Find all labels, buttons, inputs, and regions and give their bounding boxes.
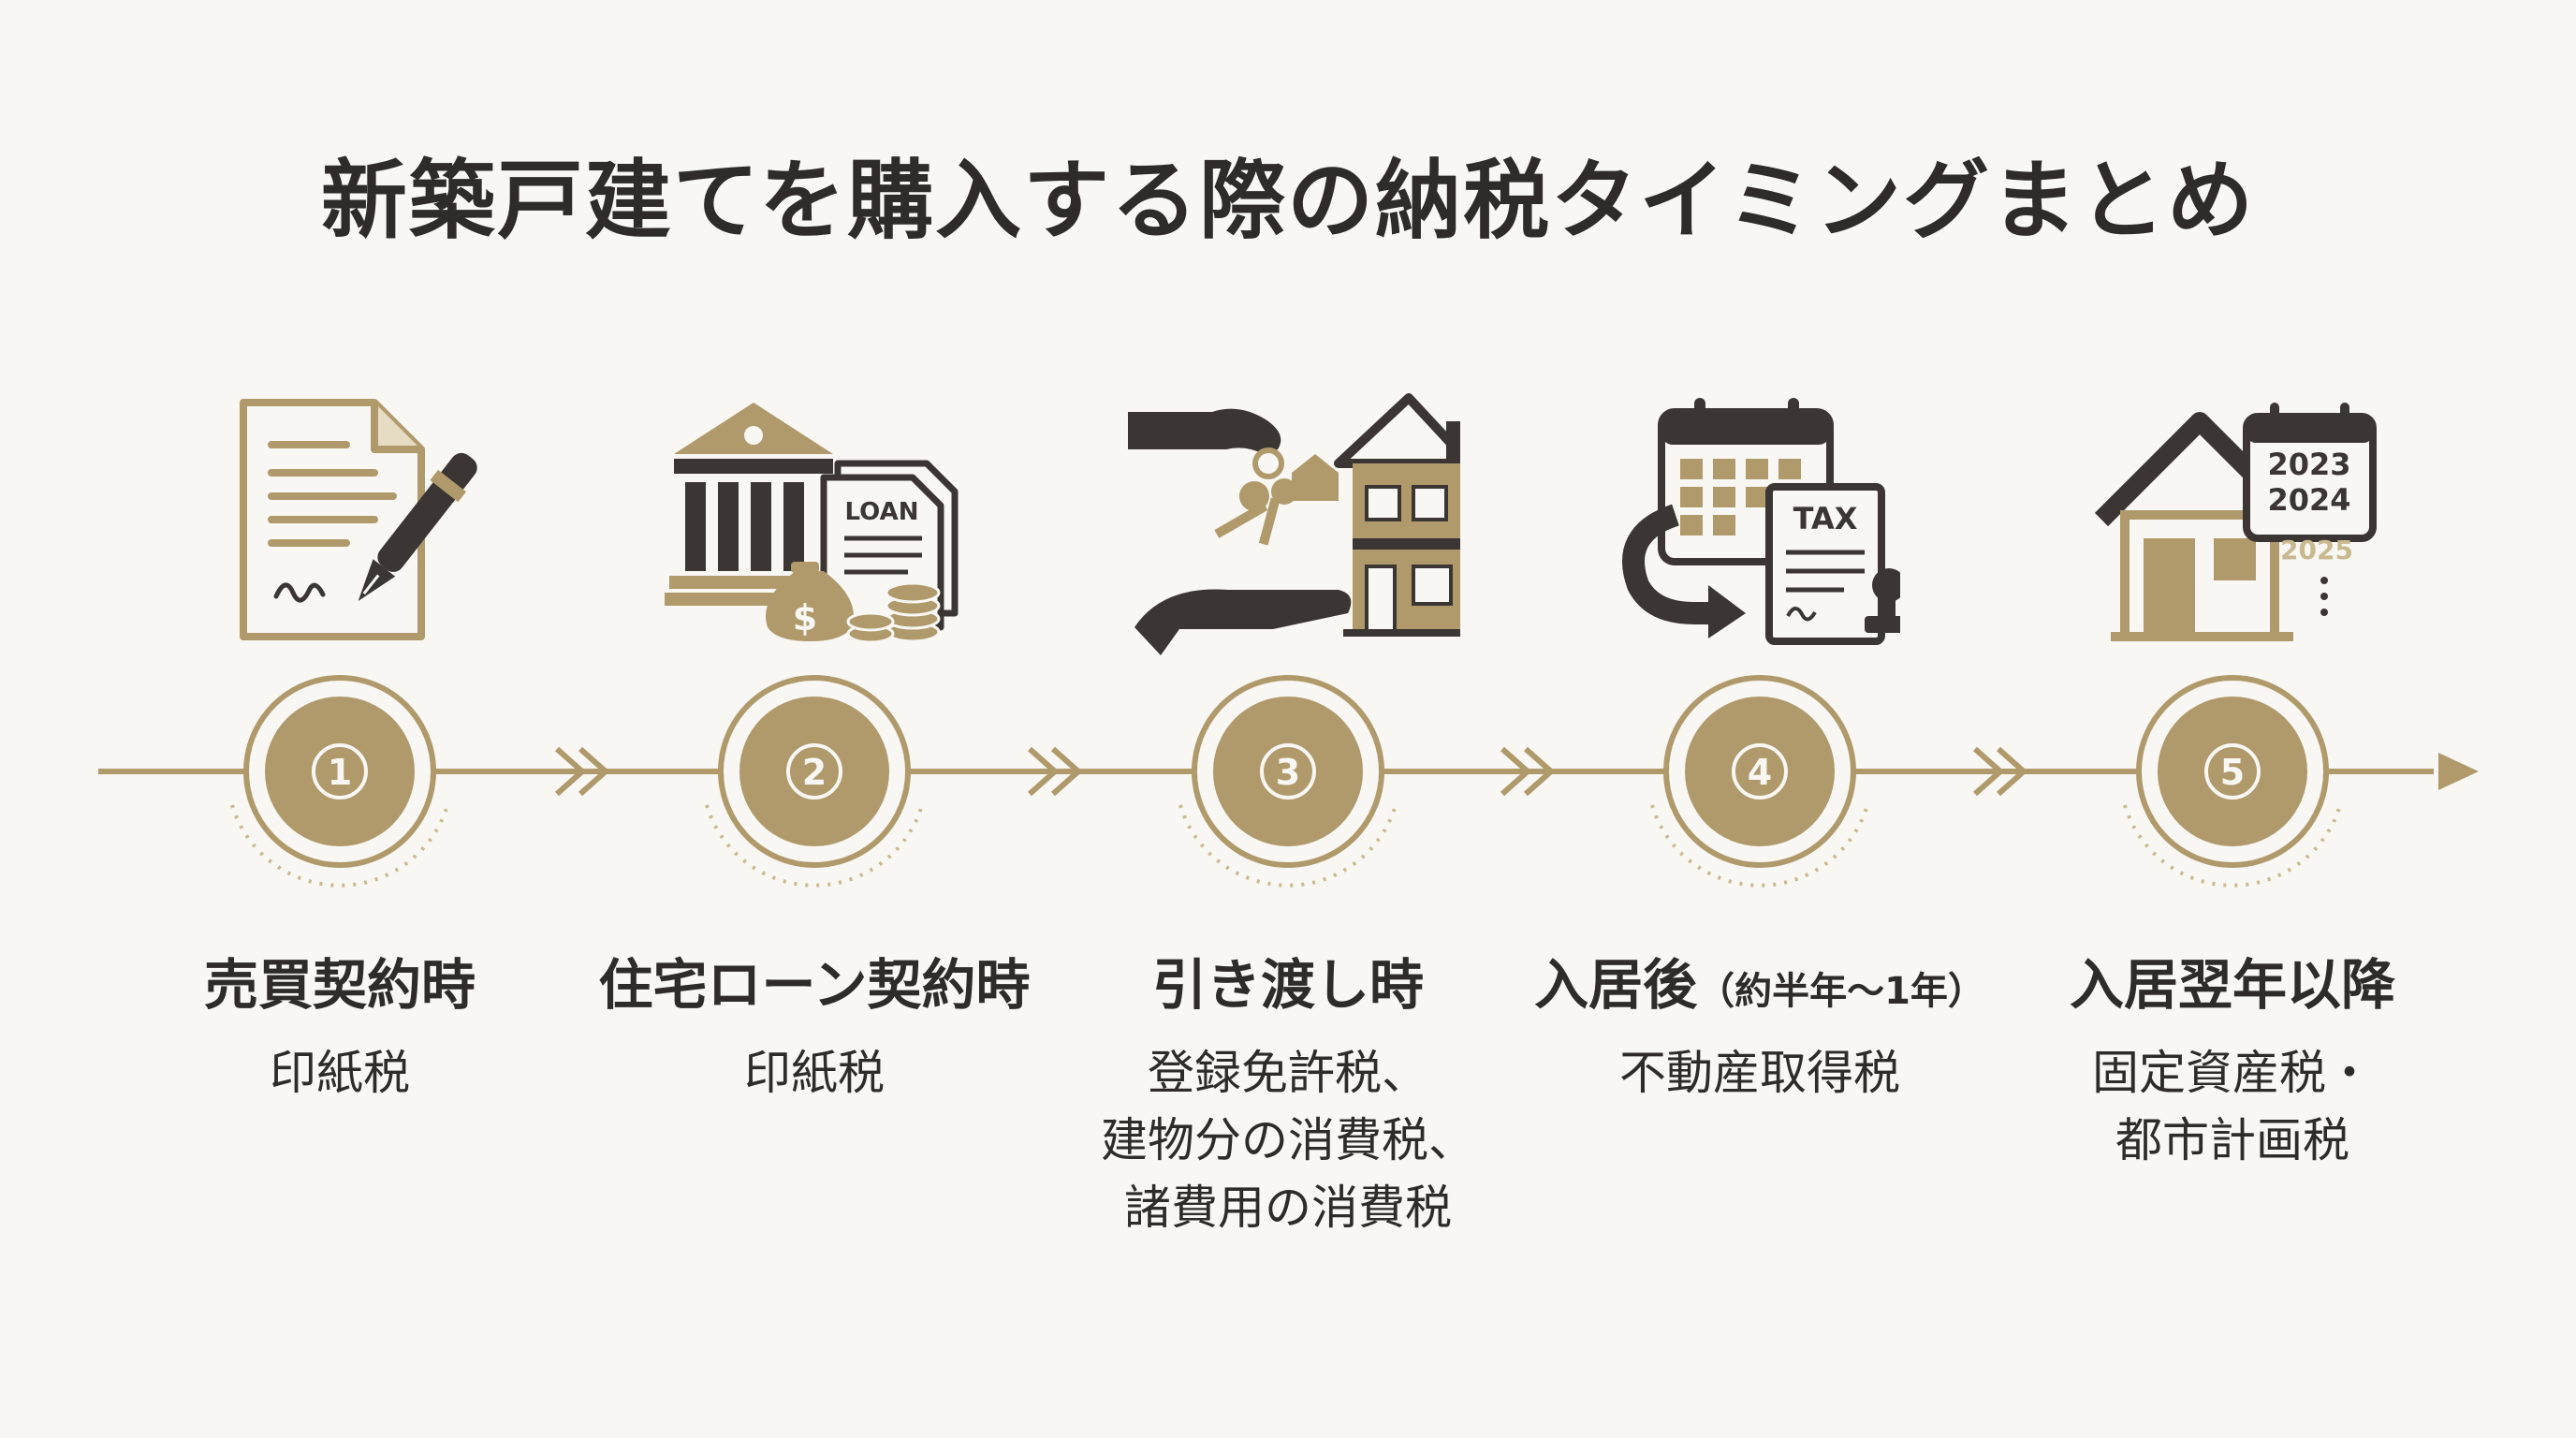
page-title: 新築戸建てを購入する際の納税タイミングまとめ xyxy=(320,151,2256,251)
step-title-text: 入居後 xyxy=(1534,953,1698,1017)
step-number: 1 xyxy=(328,752,352,793)
tax-item: 登録免許税、 xyxy=(1148,1046,1428,1100)
step-4-marker: 4 xyxy=(1650,675,1869,888)
tax-item: 都市計画税 xyxy=(2115,1113,2349,1167)
step-title-text: 引き渡し時 xyxy=(1151,953,1424,1017)
double-chevron-icon xyxy=(1028,746,1081,797)
step-number: 4 xyxy=(1748,752,1772,793)
calendar-year-1: 2023 xyxy=(2267,447,2350,482)
step-1-taxes: 印紙税 xyxy=(78,1039,602,1107)
step-5-title: 入居翌年以降 xyxy=(1970,941,2495,1020)
tax-item: 不動産取得税 xyxy=(1619,1046,1900,1100)
step-5-taxes: 固定資産税・ 都市計画税 xyxy=(1970,1039,2495,1174)
step-title-text: 売買契約時 xyxy=(203,953,476,1017)
tax-item: 印紙税 xyxy=(744,1046,885,1100)
step-number: 2 xyxy=(802,752,827,793)
double-chevron-icon xyxy=(1500,746,1554,797)
step-title-text: 住宅ローン契約時 xyxy=(598,953,1031,1017)
tax-item: 諸費用の消費税 xyxy=(1124,1181,1452,1235)
svg-text:$: $ xyxy=(793,597,817,638)
step-4-title: 入居後（約半年〜1年） xyxy=(1498,941,2022,1020)
tax-item: 印紙税 xyxy=(270,1046,410,1100)
step-3-title: 引き渡し時 xyxy=(1026,941,1550,1020)
calendar-year-3: 2025 xyxy=(2280,535,2353,565)
house-calendar-icon: 2023 2024 2025 xyxy=(2094,403,2377,641)
calendar-year-2: 2024 xyxy=(2267,482,2350,518)
step-2-marker: 2 xyxy=(705,675,924,888)
loan-label: LOAN xyxy=(845,498,919,526)
double-chevron-icon xyxy=(555,746,608,797)
tax-calendar-icon: TAX xyxy=(1622,398,1900,645)
step-1-marker: 1 xyxy=(230,675,449,888)
step-2-taxes: 印紙税 xyxy=(552,1039,1076,1107)
double-chevron-icon xyxy=(1973,746,2027,797)
tax-item: 建物分の消費税、 xyxy=(1101,1113,1475,1167)
step-number: 5 xyxy=(2220,752,2245,793)
step-1-title: 売買契約時 xyxy=(78,941,602,1020)
step-title-text: 入居翌年以降 xyxy=(2069,953,2395,1017)
step-number: 3 xyxy=(1276,752,1300,793)
tax-label: TAX xyxy=(1793,501,1858,536)
step-2-title: 住宅ローン契約時 xyxy=(552,941,1076,1020)
tax-item: 固定資産税・ xyxy=(2092,1046,2373,1100)
step-5-marker: 5 xyxy=(2123,675,2342,888)
bank-loan-icon: LOAN $ xyxy=(665,403,959,644)
step-3-marker: 3 xyxy=(1178,675,1398,888)
step-4-taxes: 不動産取得税 xyxy=(1498,1039,2022,1107)
step-title-sub: （約半年〜1年） xyxy=(1697,970,1985,1013)
step-3-taxes: 登録免許税、 建物分の消費税、 諸費用の消費税 xyxy=(1026,1039,1550,1241)
key-handover-icon xyxy=(1128,393,1460,655)
timeline-arrowhead-icon xyxy=(2438,753,2479,790)
contract-pen-icon xyxy=(240,399,477,640)
